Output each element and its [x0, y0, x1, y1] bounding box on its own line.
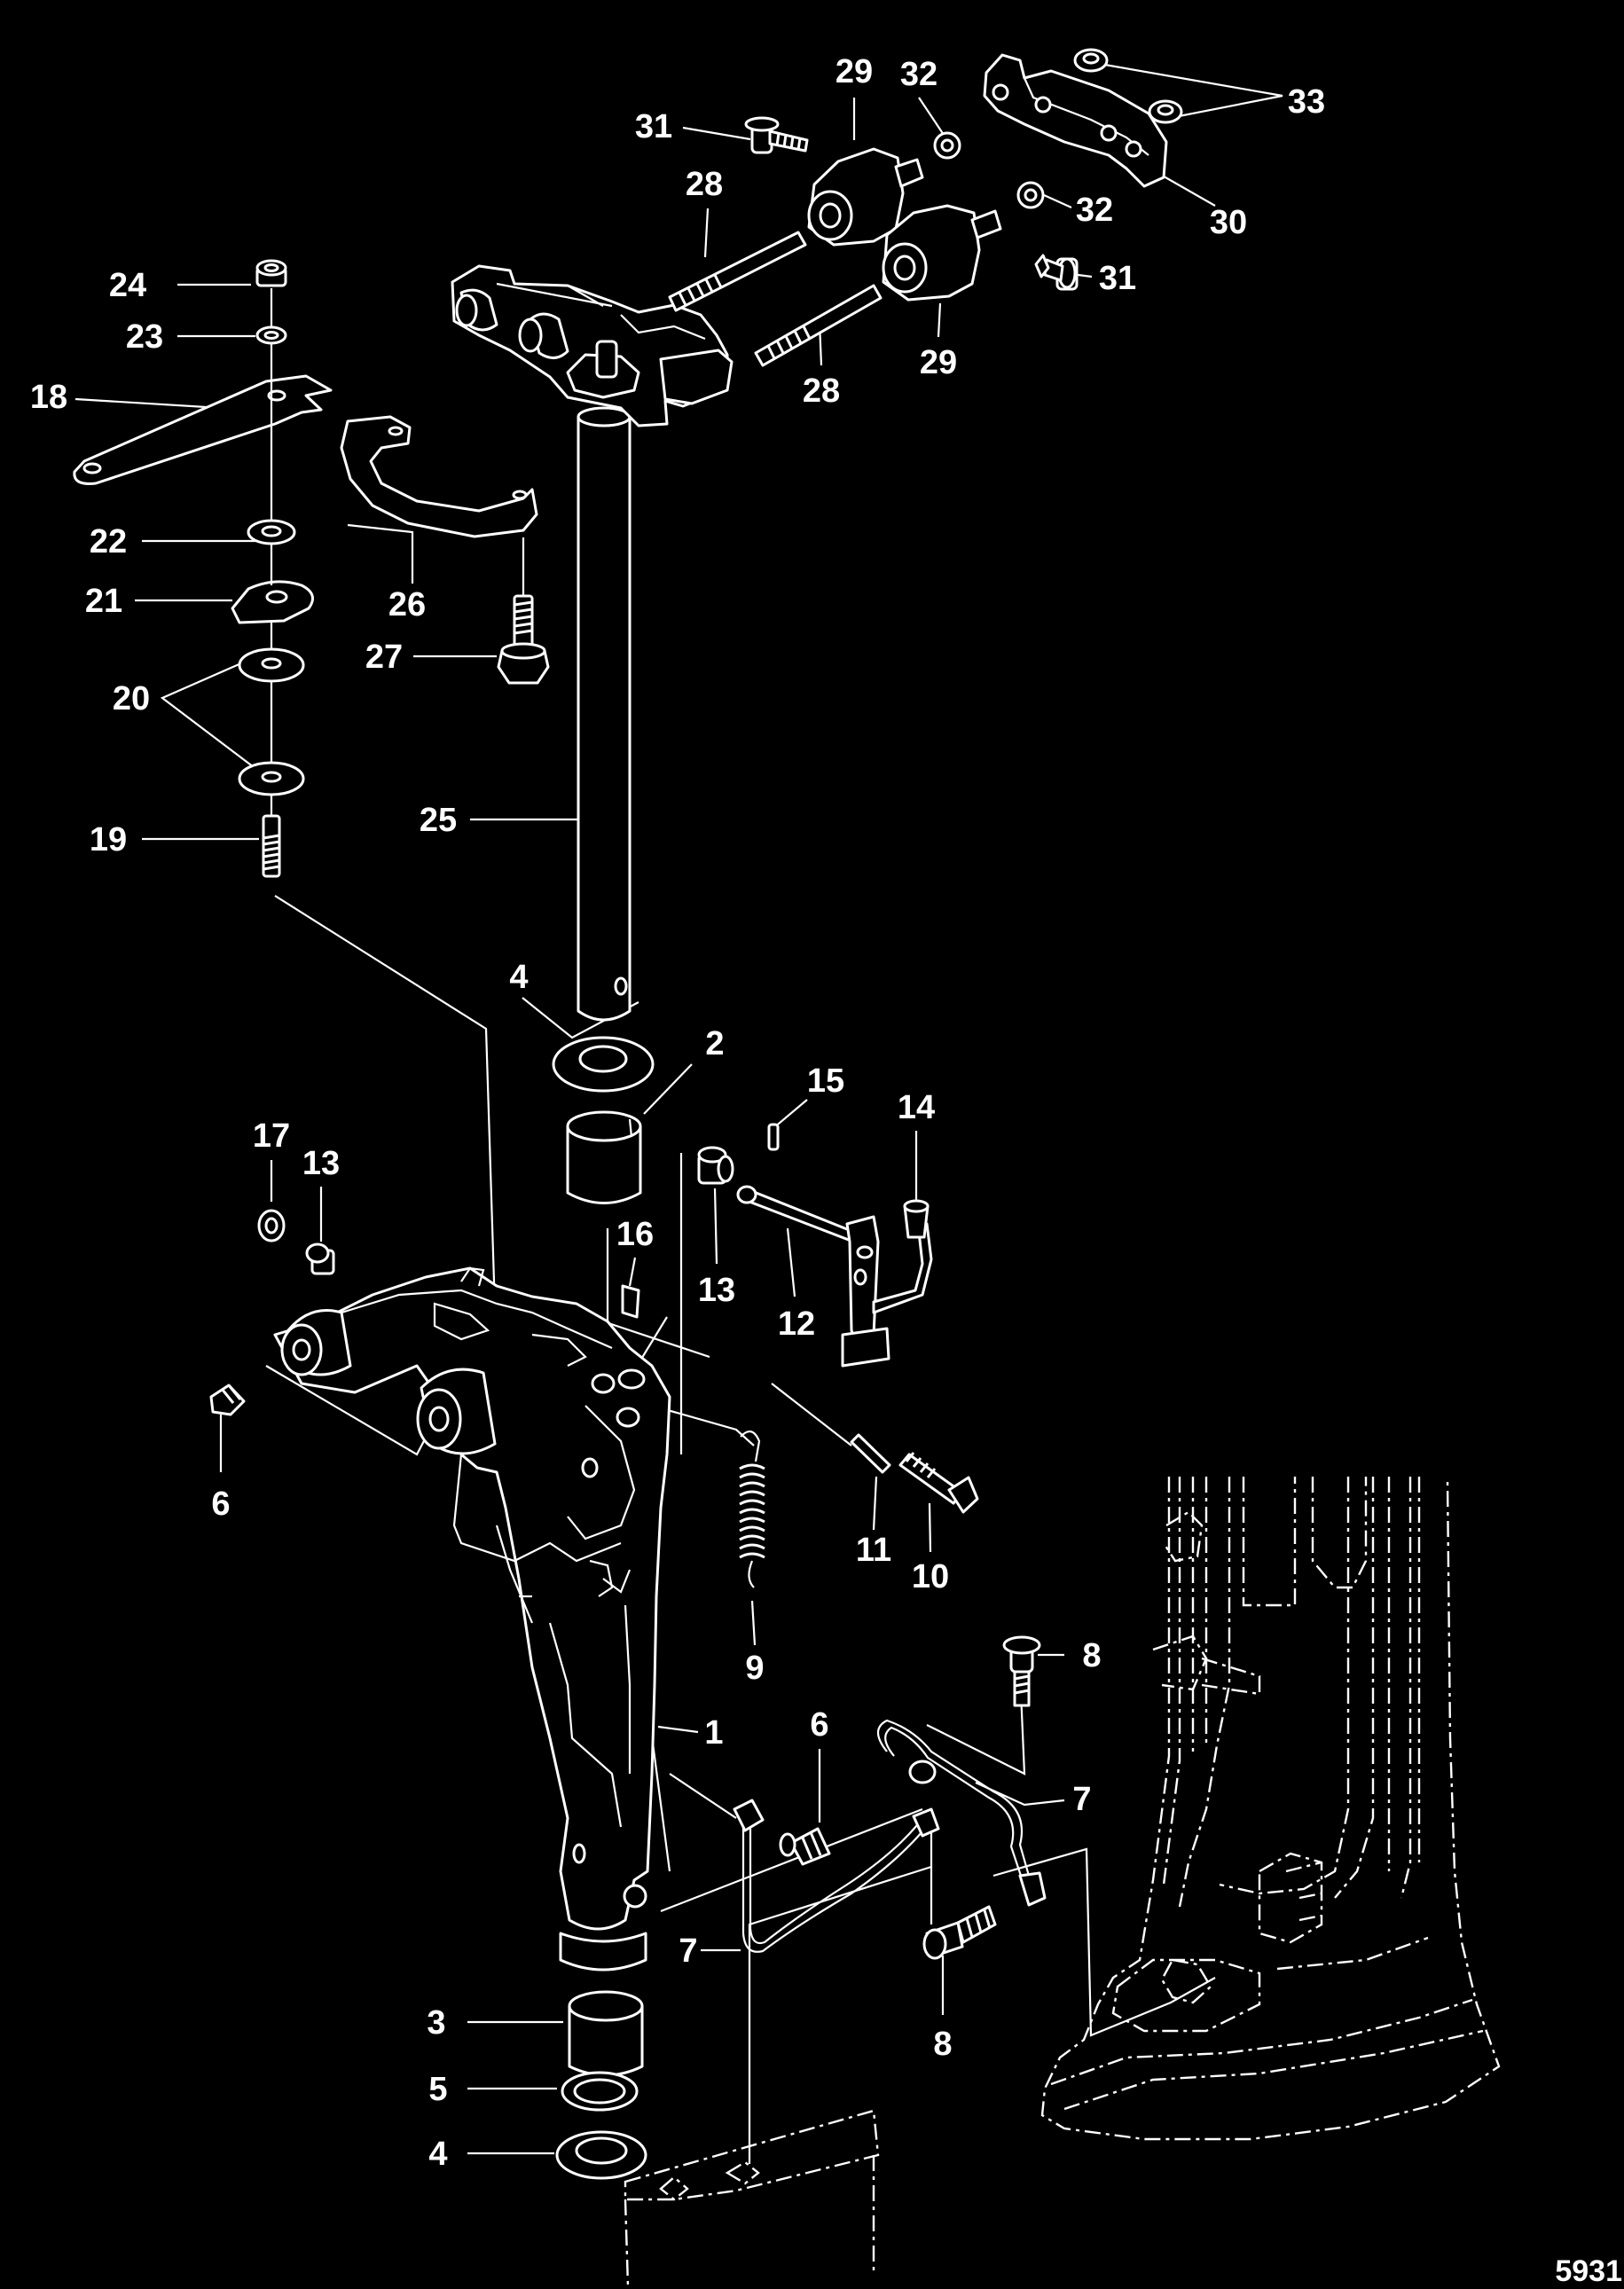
- callout-6-left: 6: [211, 1485, 230, 1523]
- lower-bushings: [555, 1990, 647, 2180]
- callout-13-left: 13: [302, 1145, 340, 1182]
- callout-29-lower: 29: [920, 344, 957, 381]
- callout-8-upper: 8: [1082, 1637, 1101, 1674]
- callout-12: 12: [778, 1305, 815, 1343]
- callout-28-upper: 28: [686, 166, 723, 203]
- callout-labels: 1 2 3 4 4 5 6 6 7 7 8 8 9 10 11 12 13 13…: [30, 53, 1622, 2288]
- callout-18: 18: [30, 379, 67, 416]
- callout-32-lower: 32: [1076, 192, 1113, 229]
- callout-3: 3: [427, 2004, 445, 2042]
- callout-9: 9: [745, 1650, 764, 1687]
- callout-11: 11: [856, 1532, 891, 1569]
- callout-5: 5: [428, 2071, 447, 2108]
- callout-19: 19: [90, 821, 127, 858]
- callout-14: 14: [898, 1089, 935, 1126]
- steering-shaft-yoke: [451, 264, 734, 1022]
- spring-bolt-parts: [739, 1431, 979, 1588]
- tilt-lock-parts: [621, 1123, 933, 1368]
- callout-26: 26: [388, 586, 426, 623]
- figure-number: 5931: [1555, 2254, 1622, 2288]
- callout-29-upper: 29: [836, 53, 873, 90]
- callout-28-lower: 28: [803, 372, 840, 410]
- swivel-bracket: [273, 1266, 671, 1972]
- callout-25: 25: [420, 802, 457, 839]
- callout-17: 17: [253, 1117, 290, 1155]
- left-small-parts: [209, 1209, 335, 1416]
- callout-27: 27: [365, 639, 403, 676]
- callout-4-upper: 4: [509, 959, 528, 996]
- callout-10: 10: [912, 1558, 949, 1595]
- callout-7-lower: 7: [679, 1932, 697, 1970]
- callout-31-upper: 31: [635, 108, 672, 145]
- midsection-outline: [624, 1477, 1501, 2287]
- bracket-26: [340, 415, 550, 685]
- upper-bushings: [552, 1036, 655, 1204]
- callout-32-upper: 32: [900, 56, 938, 93]
- callout-6-right: 6: [810, 1706, 828, 1744]
- callout-23: 23: [126, 318, 163, 356]
- callout-24: 24: [109, 267, 146, 304]
- callout-13-right: 13: [698, 1272, 735, 1309]
- callout-15: 15: [807, 1062, 844, 1100]
- callout-8-lower: 8: [933, 2026, 952, 2063]
- callout-16: 16: [616, 1216, 654, 1253]
- callout-22: 22: [90, 523, 127, 560]
- callout-33: 33: [1288, 83, 1325, 121]
- callout-31-lower: 31: [1099, 260, 1136, 297]
- ground-straps: [733, 1635, 1047, 1960]
- upper-mounts: [668, 48, 1183, 367]
- callout-20: 20: [113, 680, 150, 717]
- callout-1: 1: [704, 1714, 723, 1752]
- callout-2: 2: [705, 1025, 724, 1062]
- callout-30: 30: [1210, 204, 1247, 241]
- callout-21: 21: [85, 583, 122, 620]
- callout-4-lower: 4: [428, 2136, 447, 2173]
- callout-7-upper: 7: [1072, 1781, 1091, 1818]
- steering-arm-hardware: [73, 259, 333, 878]
